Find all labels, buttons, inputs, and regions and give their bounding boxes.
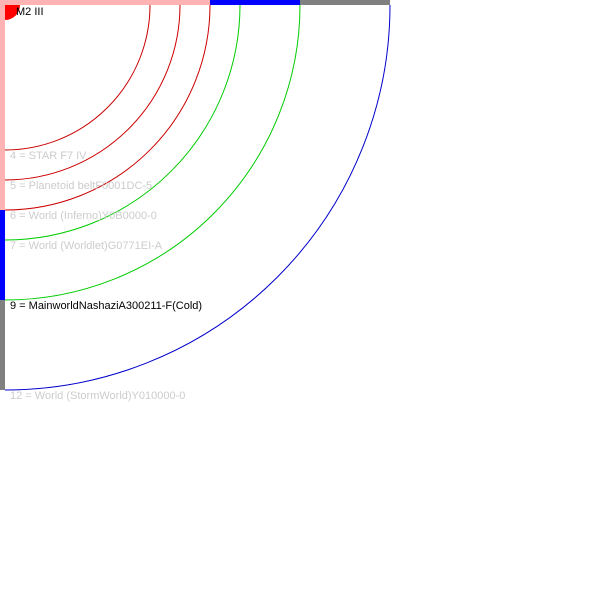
zone-bar-outer-top — [300, 0, 390, 5]
zone-bar-hot-top — [0, 0, 210, 5]
orbit-arc-5 — [4, 4, 181, 181]
orbit-arc-9 — [4, 4, 301, 301]
zone-bar-hot-left — [0, 0, 5, 210]
orbit-arc-12 — [4, 4, 391, 391]
orbit-label-12: 12 = World (StormWorld)Y010000-0 — [10, 390, 186, 402]
orbit-arc-6 — [4, 4, 211, 211]
orbit-label-5: 5 = Planetoid beltF0001DC-5 — [10, 180, 153, 192]
orbit-arc-7 — [4, 4, 241, 241]
zone-bar-outer-left — [0, 300, 5, 390]
orbit-arc-4 — [4, 4, 151, 151]
zone-bar-habitable-top — [210, 0, 300, 5]
zone-bar-habitable-left — [0, 210, 5, 300]
primary-star-label: M2 III — [16, 6, 44, 18]
primary-star-icon — [5, 5, 20, 20]
orbit-label-7: 7 = World (Worldlet)G0771EI-A — [10, 240, 163, 252]
orbit-label-6: 6 = World (Inferno)Y0B0000-0 — [10, 210, 157, 222]
orbit-label-9-mainworld: 9 = MainworldNashaziA300211-F(Cold) — [10, 300, 203, 312]
orbit-label-4: 4 = STAR F7 IV — [10, 150, 87, 162]
